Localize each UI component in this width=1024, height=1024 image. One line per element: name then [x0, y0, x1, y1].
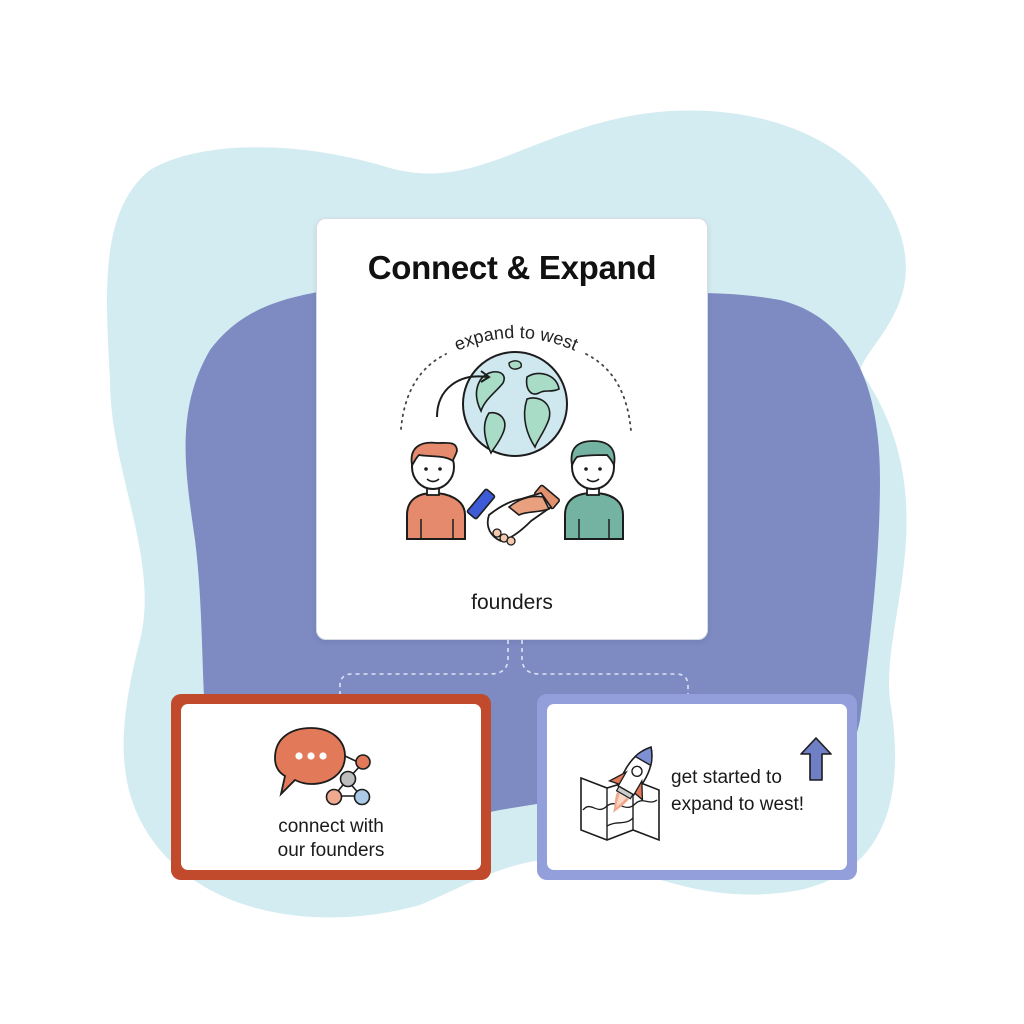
get-started-card-body: get started to expand to west! — [547, 704, 847, 870]
globe-icon — [462, 351, 568, 457]
get-started-card[interactable]: get started to expand to west! — [537, 694, 857, 880]
main-card[interactable]: Connect & Expand expand to west — [316, 218, 708, 640]
connect-founders-card[interactable]: connect with our founders — [171, 694, 491, 880]
connect-founders-card-body: connect with our founders — [181, 704, 481, 870]
handshake-icon — [466, 484, 561, 546]
rocket-map-icon — [580, 746, 660, 842]
main-caption: founders — [471, 591, 553, 614]
up-arrow-icon — [800, 737, 832, 781]
get-started-line1: get started to — [671, 767, 782, 788]
get-started-text: get started to expand to west! — [671, 764, 804, 818]
curved-arrow-icon — [436, 370, 491, 418]
dotted-arc-left — [400, 353, 447, 430]
arc-label: expand to west — [451, 322, 581, 355]
network-nodes-icon — [325, 754, 371, 806]
person-orange-icon — [406, 441, 466, 540]
main-title: Connect & Expand — [367, 249, 657, 286]
rocket-icon — [607, 746, 653, 813]
connect-founders-line2: our founders — [277, 840, 385, 861]
dashed-connectors — [339, 640, 689, 696]
person-teal-icon — [564, 440, 624, 540]
founders-illustration: expand to west — [400, 322, 632, 546]
chat-network-icon — [274, 727, 371, 806]
dotted-arc-right — [585, 353, 632, 432]
connect-founders-text: connect with our founders — [181, 815, 481, 863]
chat-bubble-icon — [274, 727, 346, 797]
get-started-line2: expand to west! — [671, 794, 805, 815]
connect-founders-line1: connect with — [278, 816, 384, 837]
